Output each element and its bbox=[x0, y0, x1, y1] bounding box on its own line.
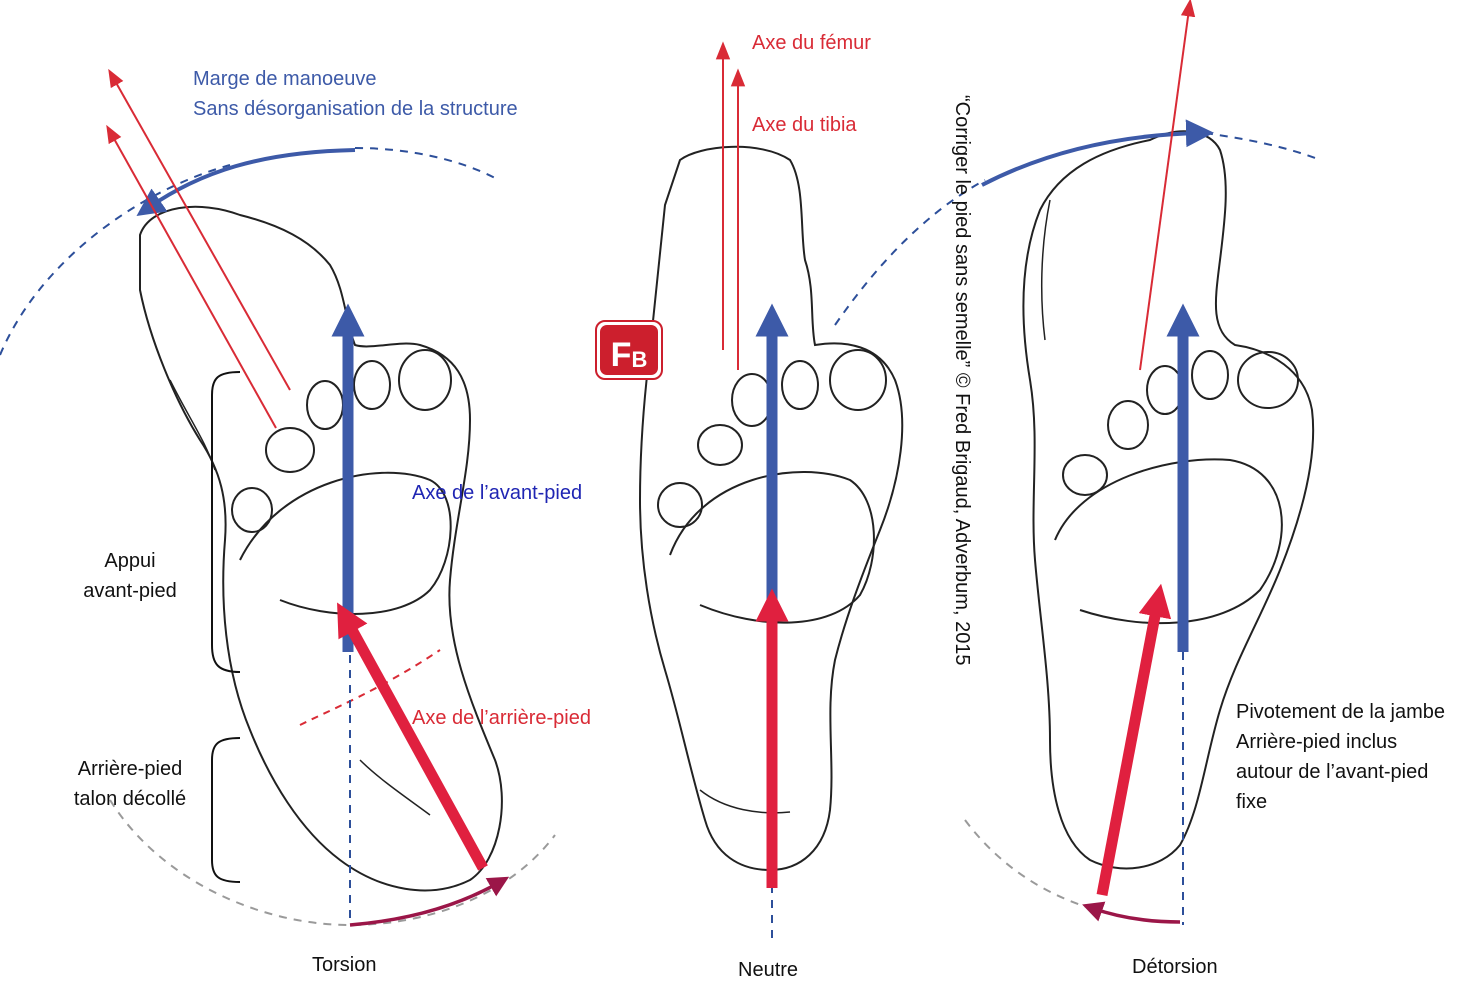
tibia-axis-torsion bbox=[106, 124, 277, 429]
leg-axis-detorsion bbox=[1139, 0, 1196, 371]
copyright-text: “Corriger le pied sans semelle” © Fred B… bbox=[951, 95, 973, 666]
label-neutre: Neutre bbox=[738, 959, 799, 981]
torsion-arc-gray bbox=[109, 799, 556, 927]
logo-letter-b: B bbox=[631, 347, 648, 372]
detorsion-rotation-arrow bbox=[1082, 901, 1181, 924]
label-appui: Appui avant-pied bbox=[70, 546, 190, 606]
detorsion-arc-gray bbox=[964, 819, 1181, 923]
label-pivot-line4: fixe bbox=[1236, 791, 1268, 813]
femur-axis-torsion bbox=[108, 68, 291, 391]
torsion-margin-arrow bbox=[136, 148, 356, 216]
label-pivot-line3: autour de l’avant-pied bbox=[1236, 761, 1429, 783]
label-axe-avant-pied: Axe de l’avant-pied bbox=[412, 482, 583, 504]
label-appui-line2: avant-pied bbox=[83, 580, 177, 602]
foot-neutre bbox=[638, 145, 904, 872]
rearfoot-axis-torsion bbox=[337, 602, 488, 871]
label-marge: Marge de manoeuve bbox=[193, 68, 377, 90]
label-axe-femur: Axe du fémur bbox=[752, 32, 871, 54]
logo-letter-f: F bbox=[610, 336, 632, 374]
label-pivotement: Pivotement de la jambe Arrière-pied incl… bbox=[1236, 697, 1445, 817]
torsion-rotation-arrow bbox=[349, 876, 510, 927]
label-sans-desorganisation: Sans désorganisation de la structure bbox=[193, 98, 518, 120]
label-arriere-talon: Arrière-pied talon décollé bbox=[55, 754, 205, 814]
rearfoot-axis-detorsion bbox=[1096, 583, 1172, 897]
detorsion-arc-blue bbox=[834, 179, 986, 326]
foot-detorsion bbox=[1022, 130, 1315, 870]
torsion-arc-blue-2 bbox=[354, 147, 496, 179]
copyright-vertical: “Corriger le pied sans semelle” © Fred B… bbox=[945, 95, 975, 755]
label-pivot-line1: Pivotement de la jambe bbox=[1236, 701, 1446, 723]
label-arriere-line2: talon décollé bbox=[73, 788, 187, 810]
torsion-arc-blue bbox=[0, 164, 231, 356]
bracket-appui bbox=[211, 371, 241, 673]
label-appui-line1: Appui bbox=[104, 550, 156, 572]
label-detorsion: Détorsion bbox=[1132, 956, 1218, 978]
label-axe-arriere-pied: Axe de l’arrière-pied bbox=[412, 707, 591, 729]
bracket-arriere bbox=[211, 737, 241, 883]
label-arriere-line1: Arrière-pied bbox=[77, 758, 183, 780]
label-axe-tibia: Axe du tibia bbox=[752, 114, 857, 136]
detorsion-margin-arrow bbox=[981, 119, 1214, 187]
label-pivot-line2: Arrière-pied inclus bbox=[1236, 731, 1398, 753]
label-torsion: Torsion bbox=[312, 954, 377, 976]
